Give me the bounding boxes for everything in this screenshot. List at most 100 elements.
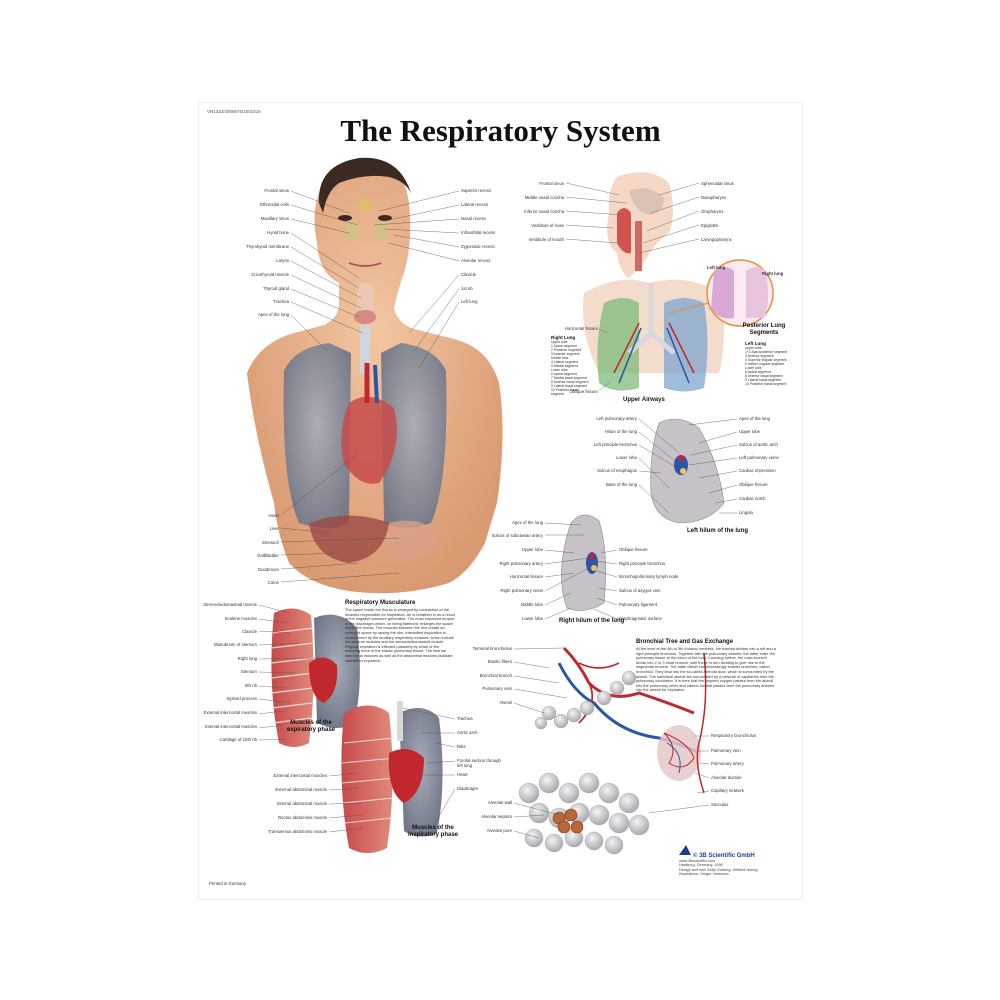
label-duodenum: Duodenum [257,567,279,572]
ua-label-oblique-fissure: Oblique fissure [569,389,598,394]
bt-capillary-network: Capillary network [711,788,744,793]
right-lung-item: 1 Apical segment [551,344,577,348]
label-colon: Colon [267,580,279,585]
label-hyoid-bone: Hyoid bone [267,230,289,235]
right-lung-item: 6 Apical segment [551,372,577,376]
label-larynx: Larynx [276,258,289,263]
label-left-lung: Left lung [461,299,478,304]
bt-alveolar-septum: Alveolar septum [481,814,512,819]
lh-hilum-of-lung: Hilum of the lung [604,429,637,434]
lh-left-pulmonary-veins: Left pulmonary veins [739,455,779,460]
bt-sacculus: Sacculus [711,802,729,807]
exp-label-sternum: Sternum [240,669,257,674]
right-lung-item: 9 Lateral basal segment [551,384,588,388]
bt-pulmonary-vein-right: Pulmonary vein [711,748,741,753]
label-thyrohyoid-membrane: Thyrohyoid membrane [246,244,289,249]
printed-note: Printed in Germany [209,881,247,886]
label-cricothyroid-muscle: Cricothyroid muscle [251,272,289,277]
right-lung-segments-legend: Right Lung Upper lobe 1 Apical segment 2… [551,335,591,396]
exp-label-cartilage-10th-rib: Cartilage of 10th rib [219,737,258,742]
lh-left-pulmonary-artery: Left pulmonary artery [596,416,637,421]
label-nasal-recess: Nasal recess [461,216,486,221]
label-apex-of-lung: Apex of the lung [257,312,289,317]
bt-alveoli: Alveoli [499,700,512,705]
left-lung-item: Upper lobe [745,346,762,350]
insp-label-int-abdominal: Internal abdominal muscle [276,801,327,806]
exp-label-xiphoid: Xiphoid process [226,696,257,701]
rh-upper-lobe: Upper lobe [521,547,543,552]
footer-line: Illustrations: Holger Vanselow [679,872,729,876]
insp-label-trachea: Trachea [457,716,473,721]
rh-horizontal-fissure: Horizontal fissure [509,574,543,579]
exp-label-clavicle: Clavicle [241,629,257,634]
left-lung-item: 8 Anterior basal segment [745,374,783,378]
exp-label-right-lung: Right lung [237,656,257,661]
rh-lower-lobe: Lower lobe [521,616,543,621]
torso-figure [247,157,503,594]
ua-label-middle-nasal-concha: Middle nasal concha [524,195,564,200]
brand-name: © 3B Scientific GmbH [693,853,755,859]
bt-terminal-bronchiolus: Terminal bronchiolus [472,646,512,651]
right-lung-item: 5 Medial segment [551,364,578,368]
poster-sheet: VR1322/4006675/1001516 The Respiratory S… [199,103,802,899]
right-lung-item: 2 Posterior segment [551,348,582,352]
left-lung-legend-title: Left Lung [745,341,766,346]
expiratory-caption: Muscles of the expiratory phase [286,720,336,733]
label-liver: Liver [269,526,279,531]
exp-label-ext-intercostal: External intercostal muscles [203,710,258,715]
label-1st-rib: 1st rib [461,286,473,291]
bt-alveolar-ductule: Alveolar ductule [711,775,742,780]
insp-label-ext-abdominal: External abdominal muscle [275,787,327,792]
rh-middle-lobe: Middle lobe [521,602,543,607]
left-lung-item: 5 Inferior lingular segment [745,362,785,366]
product-code: VR1322/4006675/1001516 [207,109,261,114]
bt-pulmonary-vein: Pulmonary vein [482,686,512,691]
right-lung-item: 3 Anterior segment [551,352,580,356]
label-infraorbital-recess: Infraorbital recess [461,230,496,235]
footer-line: www.3bscientific.com [679,858,716,863]
right-lung-item: Middle lobe [551,356,569,360]
lh-base-of-lung: Base of the lung [605,482,637,487]
expiratory-muscles-figure [270,608,360,747]
ua-label-inferior-nasal-concha: Inferior nasal concha [524,209,564,214]
insp-label-rectus: Rectus abdominis muscle [278,815,327,820]
exp-label-5th-rib: 5th rib [245,683,257,688]
lh-cardiac-notch: Cardiac notch [739,496,766,501]
poster-title: The Respiratory System [340,113,661,148]
ua-label-frontal-sinus: Frontal sinus [539,181,564,186]
left-lung-item: 1+2 Apicoposterior segment [745,350,788,354]
right-lung-item: 10 Posterior basal segment [551,388,579,396]
rh-right-principle-bronchus: Right principle bronchus [619,561,666,566]
exp-label-int-intercostal: Internal intercostal muscles [204,724,257,729]
ua-label-vestibule-of-nose: Vestibule of nose [531,223,564,228]
rh-sulcus-subclavian: Sulcus of subclavian artery [491,533,543,538]
label-zygomatic-recess: Zygomatic recess [461,244,495,249]
insp-label-aortic-arch: Aortic arch [457,730,478,735]
ua-label-horizontal-fissure: Horizontal fissure [564,326,598,331]
inset-left-lung: Left lung [707,265,726,270]
rh-right-pulmonary-veins: Right pulmonary veins [500,588,543,593]
ua-label-sphenoidal-sinus: Sphenoidal sinus [701,181,734,186]
left-lung-item: 9 Lateral basal segment [745,378,782,382]
right-lung-item: 4 Lateral segment [551,360,579,364]
lh-sulcus-of-esophagus: Sulcus of esophagus [597,468,637,473]
ua-label-epiglottis: Epiglottis [701,223,719,228]
exp-label-manubrium: Manubrium of sternum [214,642,257,647]
label-stomach: Stomach [262,540,279,545]
insp-label-ribs: Ribs [457,744,466,749]
lh-apex-of-lung: Apex of the lung [739,416,771,421]
upper-airways-figure [583,172,774,392]
insp-label-heart: Heart [457,772,468,777]
right-hilum-caption: Right hilum of the lung [559,618,625,624]
bt-elastic-fibers: Elastic fibers [487,659,512,664]
label-alveolar-recess: Alveolar recess [461,258,491,263]
left-lung-item: 3 Anterior segment [745,354,774,358]
lh-sulcus-of-aortic-arch: Sulcus of aortic arch [739,442,778,447]
lh-lingula: Lingula [739,510,753,515]
left-lung-item: 10 Posterior basal segment [745,382,787,386]
bronchial-text-block: Bronchial Tree and Gas Exchange At the l… [636,639,776,693]
label-frontal-sinus: Frontal sinus [264,188,289,193]
lh-cardiac-impression: Cardiac impression [739,468,776,473]
exp-label-scalene: Scalene muscles [224,616,257,621]
label-ethmoidal-cells: Ethmoidal cells [260,202,289,207]
